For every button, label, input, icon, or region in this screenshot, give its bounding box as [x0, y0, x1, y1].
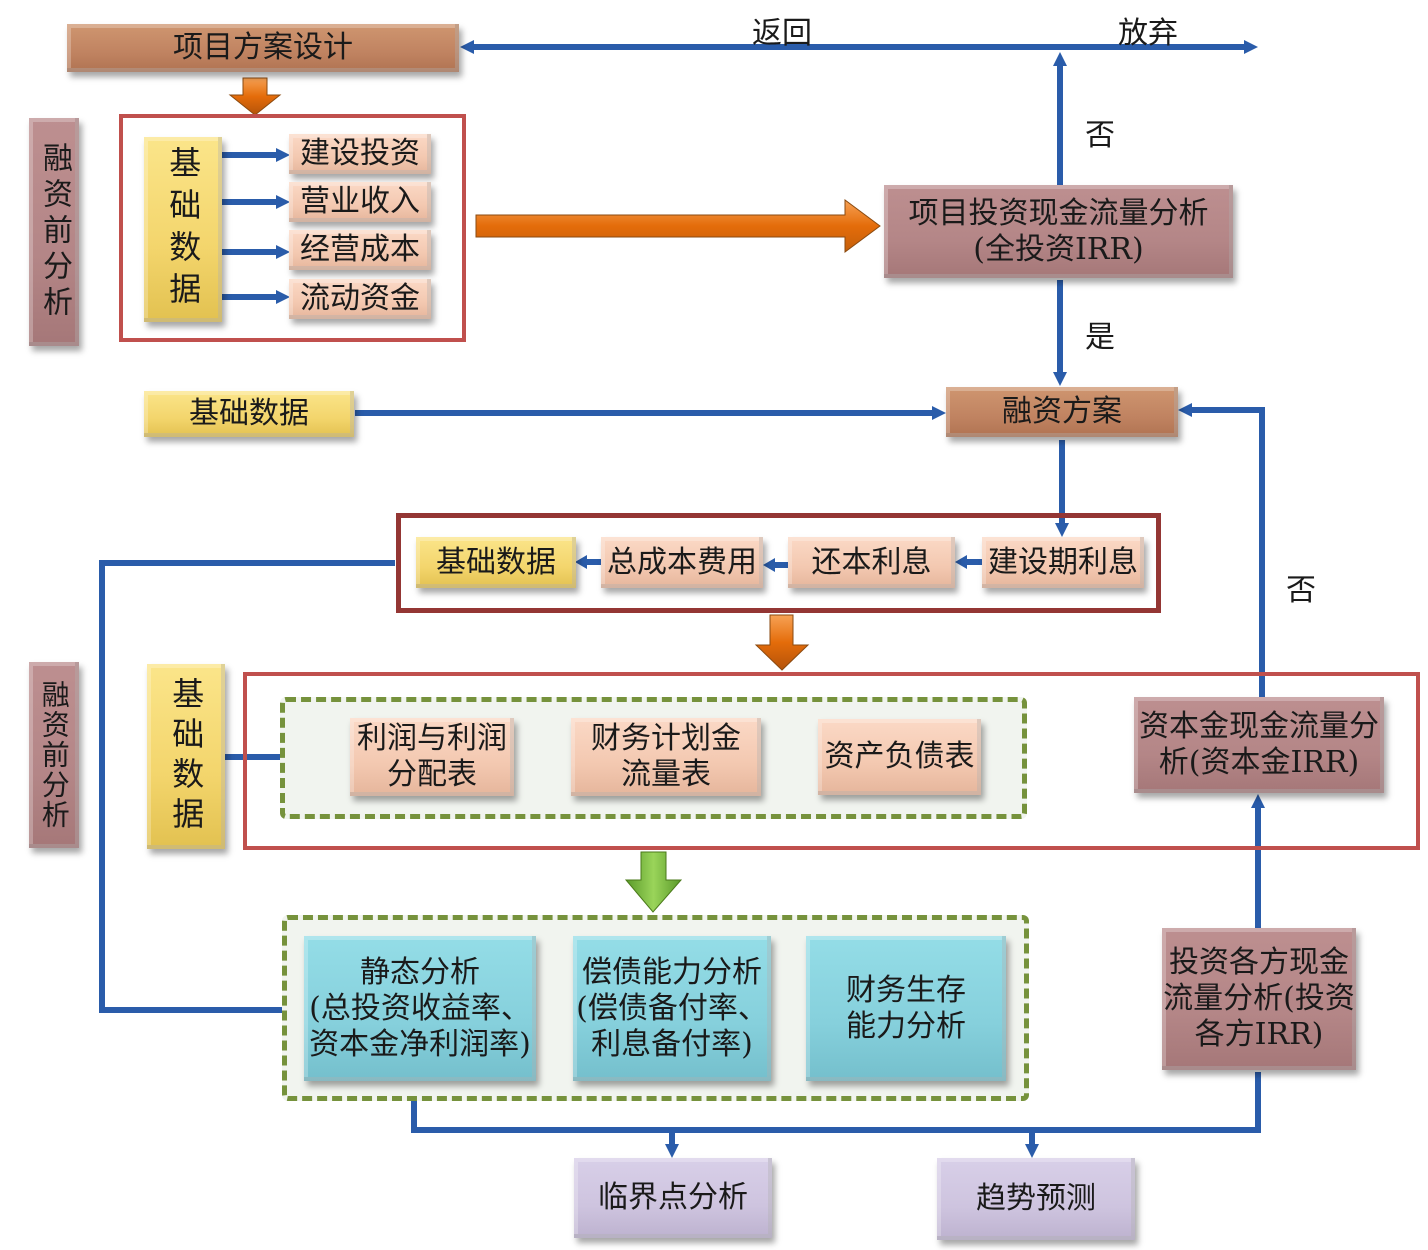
- orange-down-arrow-1: [228, 77, 282, 116]
- chain-label: 建设期利息: [988, 544, 1138, 580]
- item-working-capital[interactable]: 流动资金: [289, 279, 431, 319]
- report-line: 利润与利润: [357, 721, 507, 756]
- project-cashflow-line1: 项目投资现金流量分析: [908, 195, 1209, 231]
- post-financing-side-label: 融资前分析: [29, 662, 79, 848]
- post-basic-data-label: 基础数据: [167, 676, 206, 837]
- yes-label: 是: [1085, 320, 1115, 355]
- output-label: 趋势预测: [976, 1181, 1096, 1216]
- return-label: 返回: [752, 16, 812, 51]
- report-profit-distribution[interactable]: 利润与利润 分配表: [350, 718, 514, 796]
- side-label-text: 融资前分析: [37, 142, 72, 322]
- left-loop-line: [99, 560, 395, 1013]
- analysis-solvency[interactable]: 偿债能力分析 (偿债备付率、 利息备付率): [573, 936, 771, 1081]
- report-line: 分配表: [387, 757, 477, 792]
- output-label: 临界点分析: [598, 1180, 748, 1215]
- report-balance-sheet[interactable]: 资产负债表: [818, 719, 981, 795]
- project-design-box[interactable]: 项目方案设计: [67, 24, 459, 72]
- report-line: 流量表: [621, 757, 711, 792]
- abandon-label: 放弃: [1118, 16, 1178, 51]
- analysis-line: 静态分析: [360, 954, 480, 990]
- item-label: 经营成本: [300, 232, 420, 267]
- item-operating-revenue[interactable]: 营业收入: [289, 182, 431, 222]
- investor-line: 各方IRR): [1194, 1017, 1324, 1052]
- investor-cashflow-box[interactable]: 投资各方现金 流量分析(投资 各方IRR): [1162, 928, 1356, 1070]
- green-down-arrow: [624, 851, 683, 913]
- no-label-top: 否: [1085, 118, 1115, 153]
- analysis-line: 资本金净利润率): [309, 1026, 531, 1062]
- item-construction-investment[interactable]: 建设投资: [289, 134, 431, 174]
- orange-down-arrow-2: [754, 614, 810, 671]
- orange-right-arrow: [475, 199, 881, 253]
- pre-financing-side-label: 融资前分析: [29, 118, 79, 346]
- equity-no-loop-line: [1188, 407, 1265, 697]
- item-operating-cost[interactable]: 经营成本: [289, 230, 431, 270]
- investor-line: 流量分析(投资: [1163, 981, 1355, 1016]
- pre-basic-data-box[interactable]: 基础数据: [144, 137, 222, 322]
- no-label-right: 否: [1286, 573, 1316, 608]
- equity-cashflow-box[interactable]: 资本金现金流量分 析(资本金IRR): [1134, 697, 1384, 793]
- financing-plan-box[interactable]: 融资方案: [946, 387, 1178, 437]
- analysis-line: 能力分析: [846, 1008, 966, 1044]
- critical-point-analysis[interactable]: 临界点分析: [574, 1158, 772, 1238]
- analysis-line: 利息备付率): [591, 1026, 753, 1062]
- analysis-survival[interactable]: 财务生存 能力分析: [806, 936, 1006, 1081]
- equity-line: 析(资本金IRR): [1158, 745, 1360, 780]
- analysis-line: (偿债备付率、: [576, 990, 768, 1026]
- pre-basic-data-label: 基础数据: [164, 145, 203, 314]
- financing-plan-label: 融资方案: [1002, 394, 1122, 429]
- equity-line: 资本金现金流量分: [1139, 709, 1379, 744]
- chain-label: 基础数据: [436, 544, 556, 580]
- analysis-line: 偿债能力分析: [582, 954, 762, 990]
- financing-basic-data-box[interactable]: 基础数据: [144, 391, 354, 437]
- trend-forecast[interactable]: 趋势预测: [937, 1158, 1135, 1240]
- item-label: 营业收入: [300, 184, 420, 219]
- analysis-line: (总投资收益率、: [309, 990, 531, 1026]
- pre-financing-frame: [119, 114, 466, 342]
- report-line: 资产负债表: [824, 739, 975, 774]
- side-label-text: 融资前分析: [37, 680, 71, 830]
- chain-label: 还本利息: [811, 544, 932, 580]
- report-line: 财务计划金: [591, 721, 741, 756]
- chain-principal-interest[interactable]: 还本利息: [788, 537, 955, 588]
- chain-label: 总成本费用: [607, 544, 757, 580]
- item-label: 流动资金: [300, 281, 420, 316]
- investor-line: 投资各方现金: [1169, 945, 1349, 980]
- analysis-static[interactable]: 静态分析 (总投资收益率、 资本金净利润率): [304, 936, 536, 1081]
- chain-construction-interest[interactable]: 建设期利息: [982, 537, 1144, 588]
- project-cashflow-box[interactable]: 项目投资现金流量分析 (全投资IRR): [884, 185, 1233, 278]
- item-label: 建设投资: [300, 136, 420, 171]
- bottom-bus-line: [411, 1072, 1261, 1133]
- chain-basic-data[interactable]: 基础数据: [416, 537, 576, 588]
- project-design-label: 项目方案设计: [173, 30, 353, 65]
- project-cashflow-line2: (全投资IRR): [973, 231, 1144, 267]
- financing-chain-frame: [396, 513, 1161, 613]
- report-financial-plan-cashflow[interactable]: 财务计划金 流量表: [571, 718, 761, 796]
- financing-basic-data-label: 基础数据: [189, 396, 309, 431]
- post-basic-data-box[interactable]: 基础数据: [147, 664, 225, 849]
- post-financing-frame: [243, 672, 1420, 850]
- chain-total-cost[interactable]: 总成本费用: [601, 537, 763, 588]
- analysis-line: 财务生存: [846, 972, 966, 1008]
